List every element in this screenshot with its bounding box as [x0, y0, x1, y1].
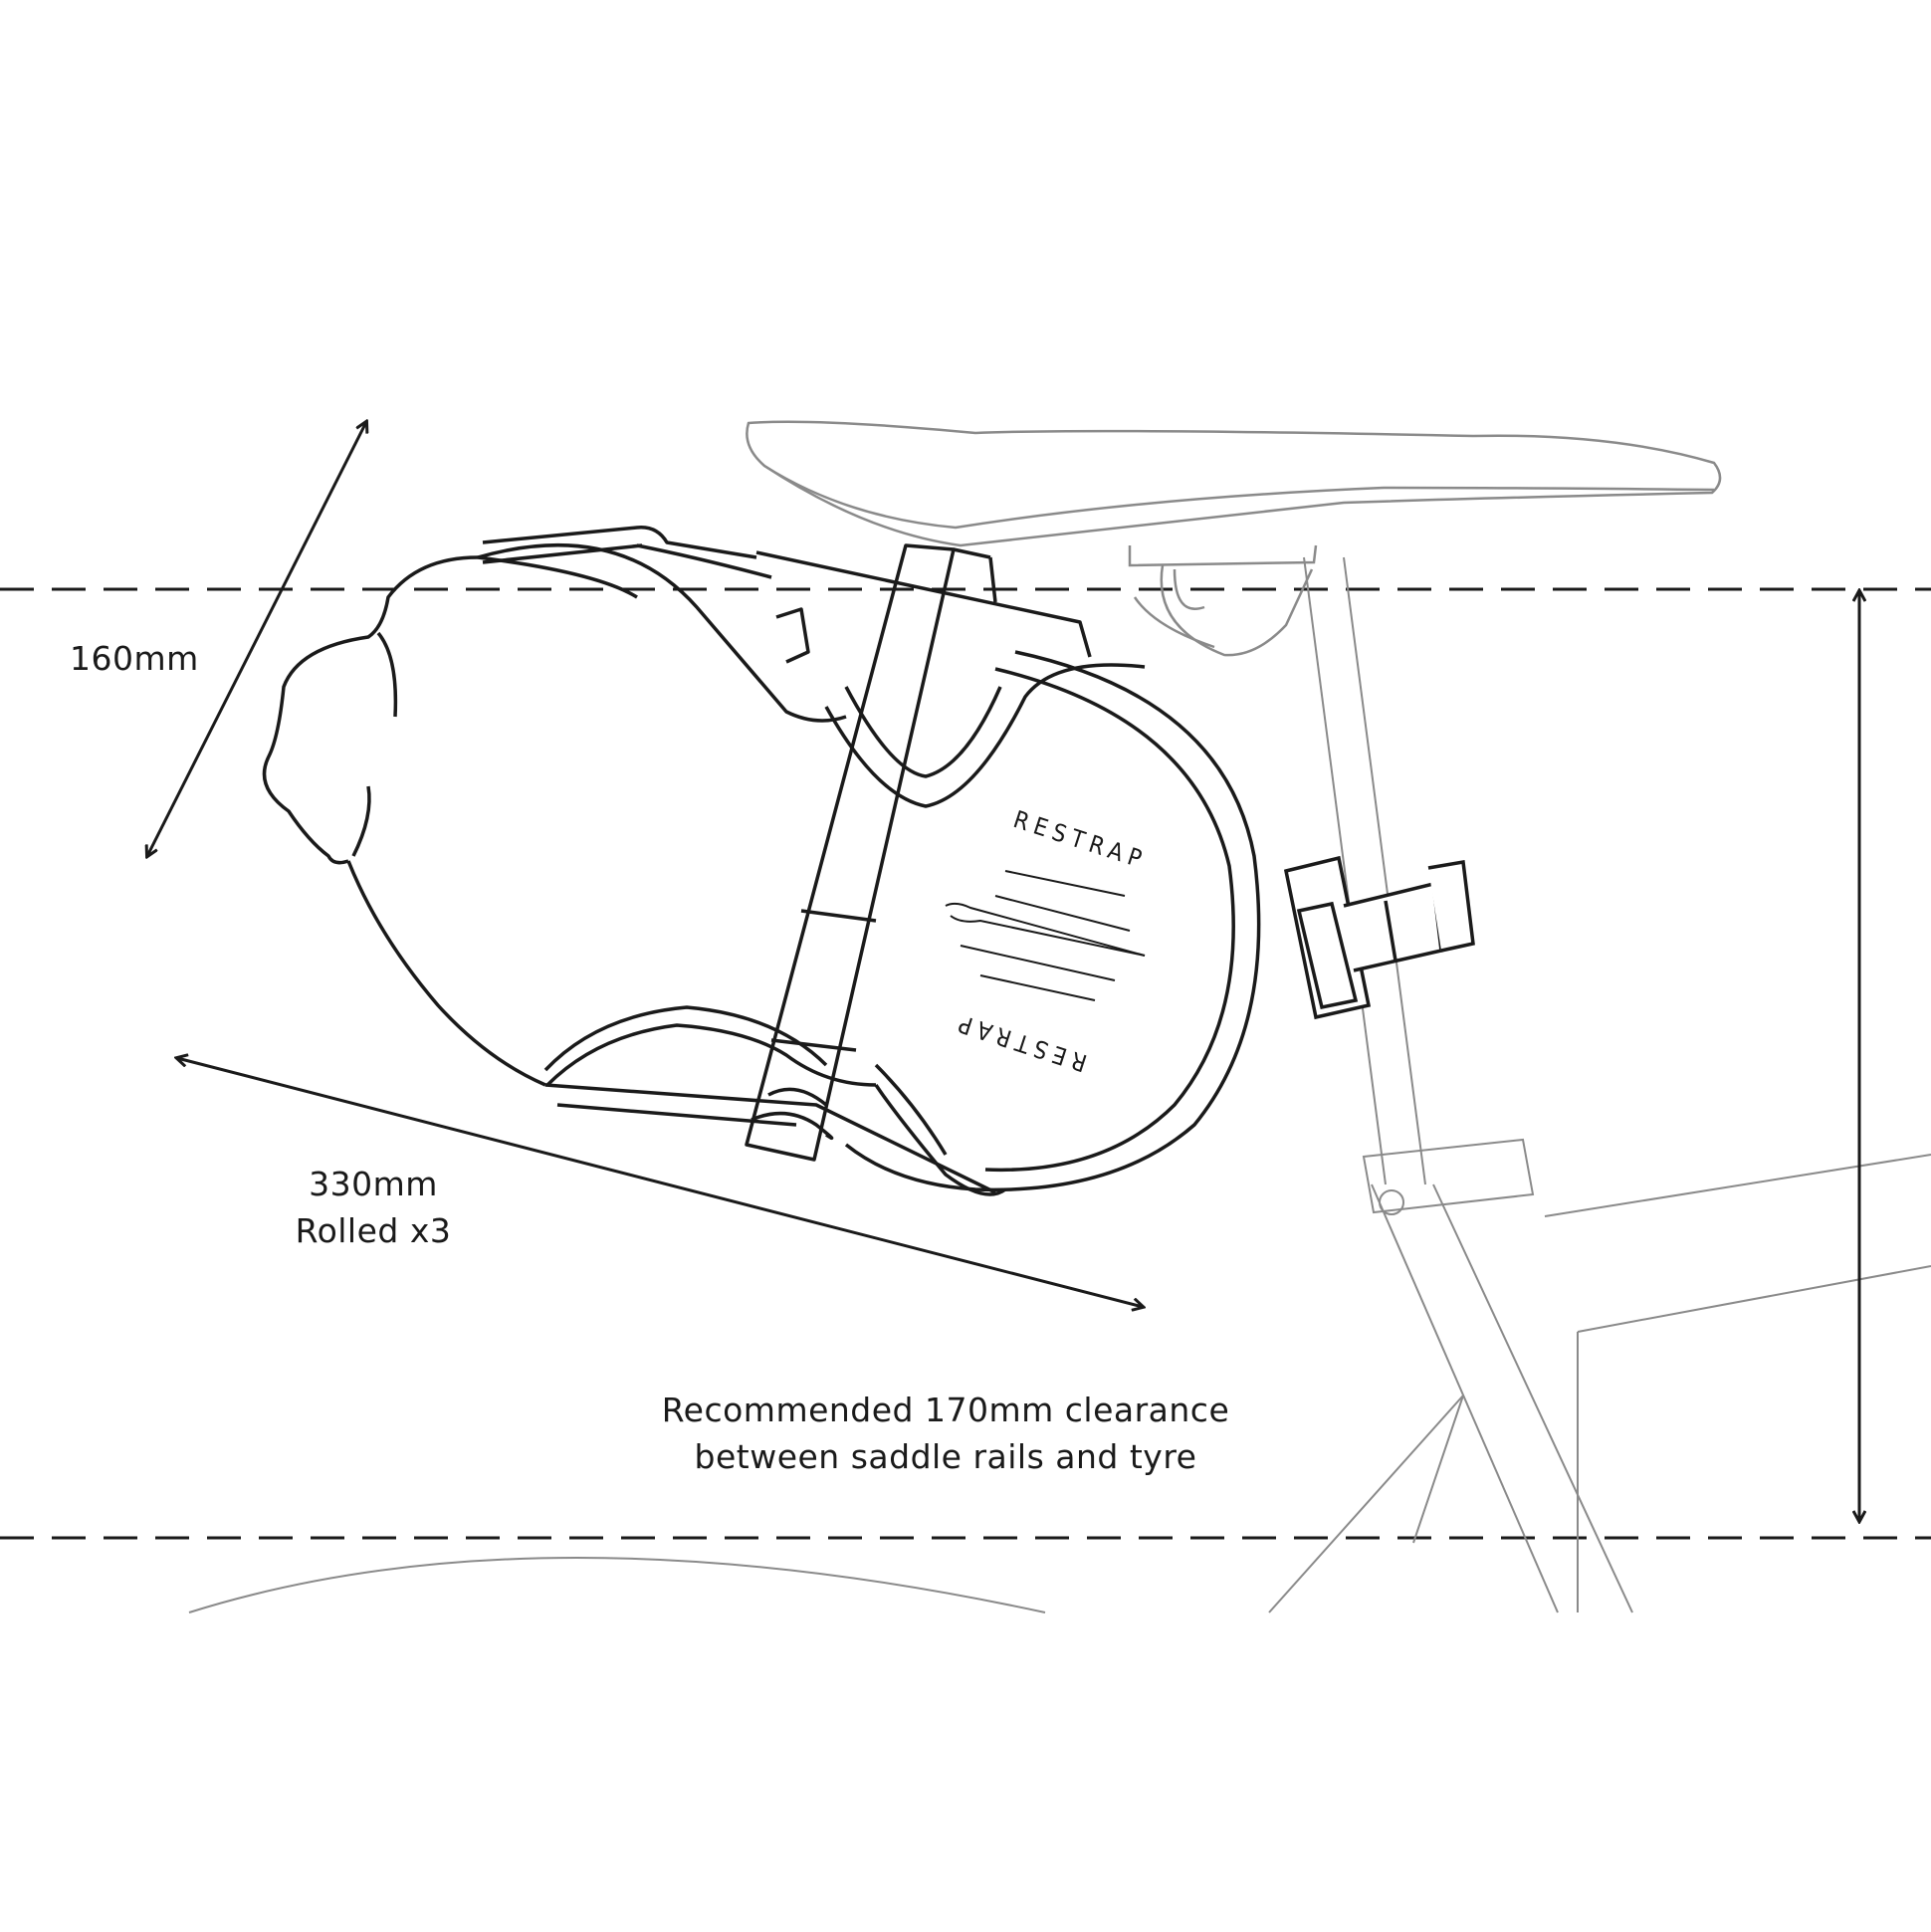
clearance-label: Recommended 170mm clearance between sadd…	[597, 1387, 1294, 1480]
length-note: Rolled x3	[295, 1211, 452, 1250]
height-dimension-label: 160mm	[70, 639, 199, 678]
height-dimension-arrow	[147, 422, 366, 856]
logo-text-bottom: RESTRAP	[950, 1007, 1090, 1077]
clearance-line-1: Recommended 170mm clearance	[661, 1391, 1230, 1429]
restrap-logo	[945, 870, 1146, 1001]
logo-text-top: RESTRAP	[1010, 805, 1151, 875]
length-dimension-label: 330mm Rolled x3	[254, 1161, 493, 1254]
clearance-line-2: between saddle rails and tyre	[694, 1437, 1197, 1476]
bike-frame	[188, 556, 1931, 1613]
saddle	[746, 420, 1722, 657]
length-dimension-arrow	[177, 1058, 1143, 1307]
length-value: 330mm	[309, 1165, 438, 1203]
seatpost-mount	[1283, 855, 1475, 1020]
